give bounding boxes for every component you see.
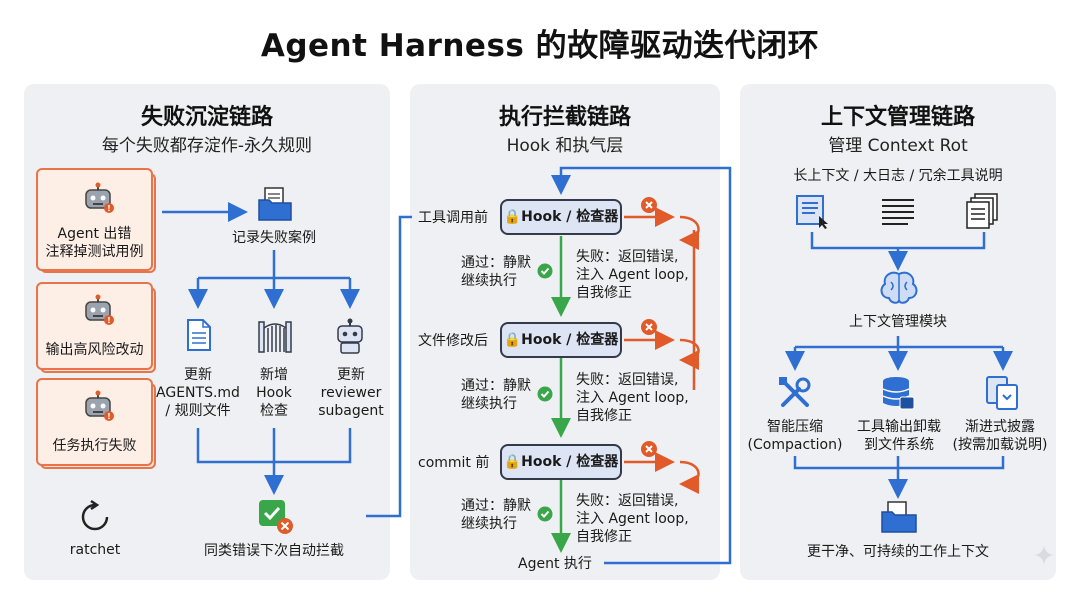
compaction-label: 智能压缩 (Compaction) bbox=[747, 419, 843, 453]
failure-card-3: ! 任务执行失败 bbox=[36, 378, 153, 466]
failure-card-2: ! 输出高风险改动 bbox=[36, 282, 153, 370]
database-icon bbox=[882, 377, 915, 410]
trigger-after-file-change: 文件修改后 bbox=[418, 333, 488, 349]
intercept-panel-title: 执行拦截链路 bbox=[498, 105, 631, 130]
folder-document-icon bbox=[258, 187, 292, 221]
hook-checker-1-label: Hook / 检查器 bbox=[521, 209, 619, 225]
failure-card-1: ! Agent 出错 注释掉测试用例 bbox=[36, 168, 153, 271]
fail-label-1: 失败：返回错误, 注入 Agent loop, 自我修正 bbox=[576, 249, 689, 301]
auto-intercept-label: 同类错误下次自动拦截 bbox=[204, 543, 344, 559]
pass-label-2: 通过：静默 继续执行 bbox=[461, 378, 531, 412]
svg-text:!: ! bbox=[107, 316, 111, 325]
log-lines-icon bbox=[882, 199, 914, 225]
fail-label-2: 失败：返回错误, 注入 Agent loop, 自我修正 bbox=[576, 372, 689, 424]
failure-card-1-label: Agent 出错 注释掉测试用例 bbox=[38, 225, 151, 261]
failure-card-1-line: Agent 出错 注释掉测试用例 bbox=[45, 226, 144, 260]
branch-reviewer-label: 更新 reviewer subagent bbox=[318, 367, 384, 419]
context-panel-title: 上下文管理链路 bbox=[820, 105, 975, 130]
branch-hook-label: 新增 Hook 检查 bbox=[256, 367, 292, 419]
fail-label-3: 失败：返回错误, 注入 Agent loop, 自我修正 bbox=[576, 493, 689, 545]
ratchet-label: ratchet bbox=[69, 542, 121, 558]
error-x-icon bbox=[641, 197, 657, 213]
hook-checker-3-label: Hook / 检查器 bbox=[521, 454, 619, 470]
lock-icon: 🔒 bbox=[503, 209, 522, 225]
hook-checker-2: 🔒Hook / 检查器 bbox=[500, 322, 622, 358]
error-x-icon bbox=[641, 319, 657, 335]
failure-panel-subtitle: 每个失败都存淀作-永久规则 bbox=[101, 136, 313, 156]
hook-checker-2-label: Hook / 检查器 bbox=[521, 332, 619, 348]
lock-icon: 🔒 bbox=[503, 454, 522, 470]
intercept-panel-subtitle: Hook 和执气层 bbox=[506, 136, 624, 156]
pass-label-1: 通过：静默 继续执行 bbox=[461, 255, 531, 289]
brain-icon bbox=[880, 271, 918, 304]
check-circle-icon bbox=[537, 263, 553, 279]
trigger-before-commit: commit 前 bbox=[418, 455, 490, 471]
stacked-documents-icon bbox=[966, 193, 998, 229]
robot-error-icon: ! bbox=[85, 182, 114, 213]
progressive-disclosure-label: 渐进式披露 (按需加载说明) bbox=[952, 419, 1048, 453]
folder-icon bbox=[881, 501, 917, 533]
gate-icon bbox=[258, 321, 292, 353]
offload-label: 工具输出卸载 到文件系统 bbox=[857, 419, 941, 453]
failure-card-3-label: 任务执行失败 bbox=[52, 438, 137, 454]
lock-icon: 🔒 bbox=[503, 332, 522, 348]
robot-error-icon: ! bbox=[85, 294, 114, 325]
failure-panel-title: 失败沉淀链路 bbox=[140, 105, 273, 130]
context-module-label: 上下文管理模块 bbox=[849, 314, 947, 330]
hook-checker-1: 🔒Hook / 检查器 bbox=[500, 199, 622, 235]
check-cancel-icon bbox=[259, 500, 293, 534]
svg-text:!: ! bbox=[107, 204, 111, 213]
document-cursor-icon bbox=[796, 195, 828, 229]
tools-icon bbox=[779, 377, 811, 407]
pass-label-3: 通过：静默 继续执行 bbox=[461, 498, 531, 532]
error-x-icon bbox=[641, 441, 657, 457]
check-circle-icon bbox=[537, 506, 553, 522]
context-panel-subtitle: 管理 Context Rot bbox=[828, 136, 968, 156]
check-circle-icon bbox=[537, 386, 553, 402]
svg-text:!: ! bbox=[107, 412, 111, 421]
failure-card-2-label: 输出高风险改动 bbox=[45, 342, 144, 358]
context-inputs-label: 长上下文 / 大日志 / 冗余工具说明 bbox=[793, 168, 1003, 184]
record-failure-label: 记录失败案例 bbox=[232, 230, 316, 246]
agent-execute-label: Agent 执行 bbox=[518, 556, 592, 572]
robot-icon bbox=[337, 318, 363, 354]
robot-error-icon: ! bbox=[85, 390, 114, 421]
branch-agents-md-label: 更新 AGENTS.md / 规则文件 bbox=[156, 367, 240, 419]
trigger-before-tool-call: 工具调用前 bbox=[418, 210, 488, 226]
diagram-title: Agent Harness 的故障驱动迭代闭环 bbox=[260, 28, 820, 64]
hook-checker-3: 🔒Hook / 检查器 bbox=[500, 444, 622, 480]
progressive-docs-icon bbox=[986, 376, 1018, 410]
document-icon bbox=[187, 319, 211, 351]
clean-context-label: 更干净、可持续的工作上下文 bbox=[807, 544, 989, 560]
sparkle-icon bbox=[1034, 545, 1054, 565]
ratchet-icon bbox=[81, 499, 109, 531]
